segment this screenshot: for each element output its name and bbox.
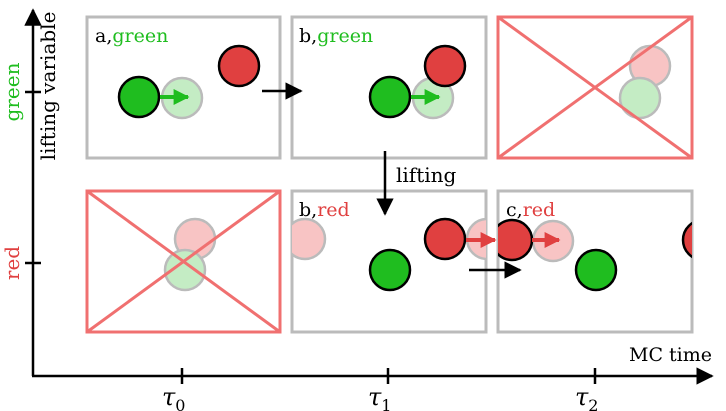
x-tick-label-tau0: τ0: [162, 383, 185, 411]
x-tick-label-tau1: τ1: [368, 383, 391, 411]
y-axis-label: lifting variable: [36, 12, 60, 161]
panel-label-b-red: b,red: [299, 199, 350, 221]
active-red-disk-periodic: [681, 221, 692, 259]
panel-top-right-rejected: [496, 15, 694, 160]
x-tick-label-tau2: τ2: [575, 383, 598, 411]
ghost-red-disk-periodic: [292, 217, 327, 261]
active-red-disk: [498, 218, 534, 262]
axes: lifting variable MC time green red τ0 τ1…: [0, 8, 714, 411]
panel-label-a-green: a,green: [95, 25, 168, 47]
panel-a-green: a,green: [85, 15, 282, 160]
panel-bottom-left-rejected: [85, 189, 282, 334]
panel-c-red: c,red: [496, 189, 694, 334]
panel-label-c-red: c,red: [506, 199, 555, 221]
active-green-disk: [117, 75, 161, 119]
green-disk: [574, 248, 618, 292]
active-red-disk: [423, 217, 467, 261]
red-disk: [423, 44, 467, 88]
cross-line: [497, 15, 693, 160]
lifting-label: lifting: [396, 163, 457, 187]
y-tick-label-green: green: [0, 62, 24, 121]
ghost-green-disk: [618, 76, 662, 120]
active-green-disk: [368, 75, 412, 119]
green-disk: [368, 248, 412, 292]
y-tick-label-red: red: [0, 246, 24, 280]
transition-arrows: lifting: [262, 82, 522, 279]
x-axis-label: MC time: [629, 344, 712, 366]
panel-b-red: b,red: [290, 189, 497, 334]
panel-b-green: b,green: [290, 15, 488, 160]
cross-line: [86, 189, 281, 334]
red-disk: [217, 44, 261, 88]
ghost-green-disk: [163, 248, 207, 292]
panel-label-b-green: b,green: [299, 25, 373, 47]
